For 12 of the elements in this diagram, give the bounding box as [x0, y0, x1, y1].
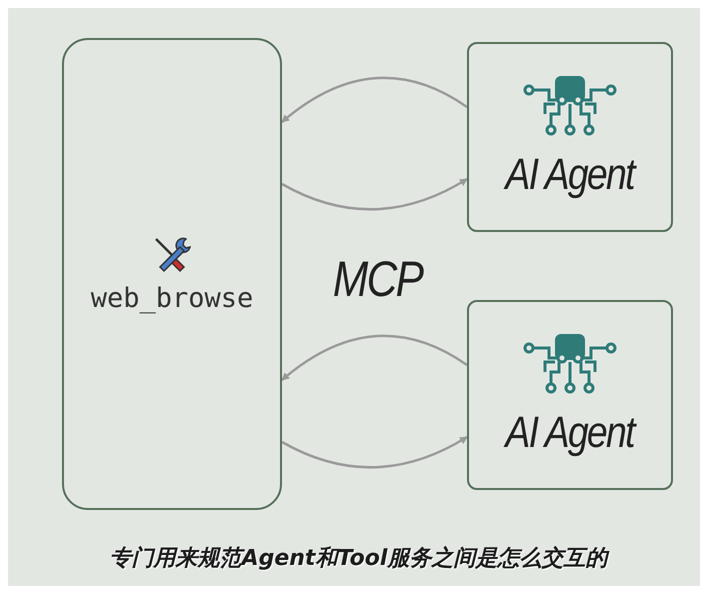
curved-arrow: [281, 334, 468, 381]
node-label: AI Agent: [506, 150, 634, 200]
curved-arrow: [281, 436, 468, 468]
agent-box: [467, 42, 673, 232]
node-label: web_browse: [90, 282, 254, 314]
tool-box: [62, 38, 282, 510]
protocol-label: MCP: [332, 250, 422, 308]
curved-arrow: [281, 76, 468, 123]
agent-box: [467, 300, 673, 490]
node-label: AI Agent: [506, 408, 634, 458]
subtitle-text: 专门用来规范Agent和Tool服务之间是怎么交互的: [110, 546, 608, 571]
curved-arrow: [281, 178, 468, 210]
